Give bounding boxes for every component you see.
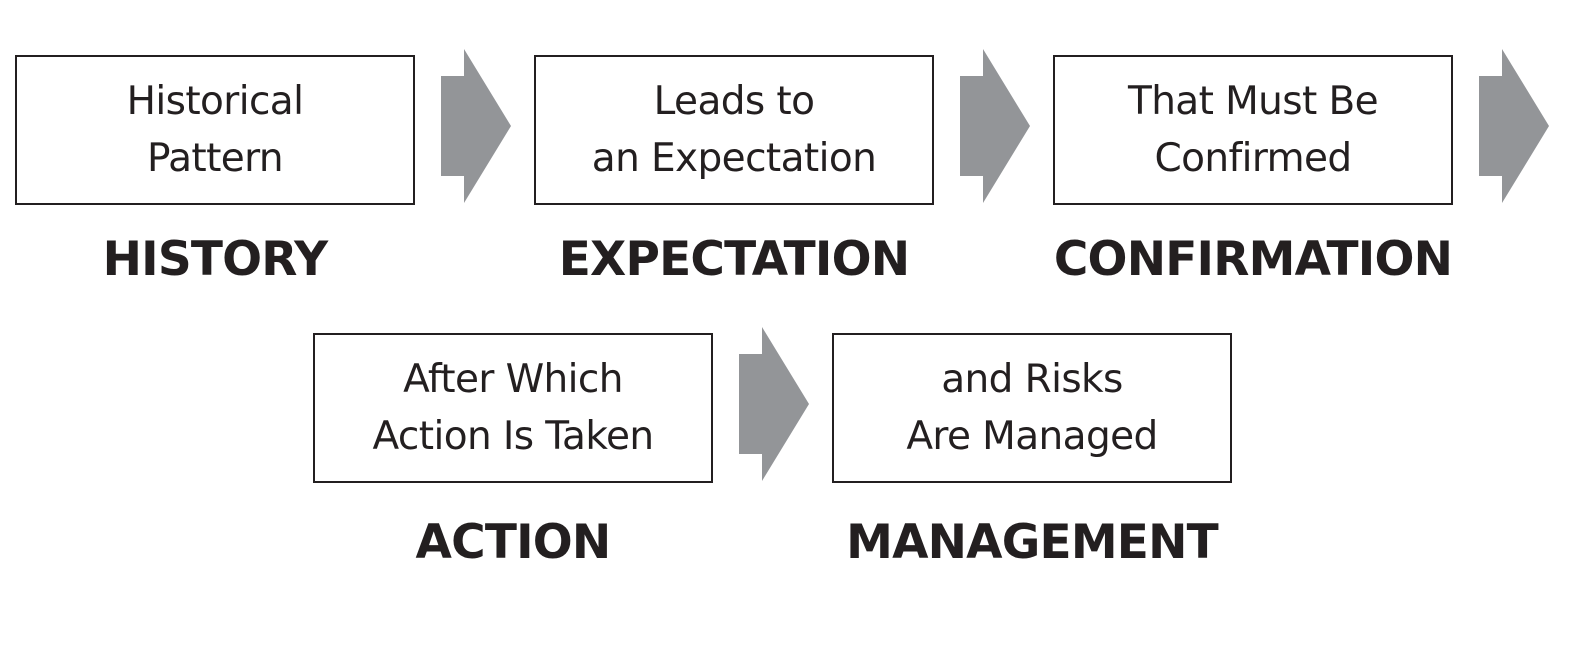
step-text-line: Pattern	[146, 136, 284, 181]
step-box-action: After Which Action Is Taken	[313, 333, 713, 483]
step-text-line: Confirmed	[1154, 136, 1352, 181]
arrow-right-icon	[441, 49, 511, 203]
stage-label-expectation: EXPECTATION	[558, 232, 910, 287]
step-text-line: Action Is Taken	[372, 414, 655, 459]
stage-label-history: HISTORY	[102, 232, 329, 287]
step-text-line: After Which	[403, 357, 623, 402]
stage-label-action: ACTION	[415, 515, 612, 570]
stage-label-confirmation: CONFIRMATION	[1053, 232, 1453, 287]
arrow-right-icon	[739, 327, 809, 481]
step-text-line: Historical	[126, 79, 304, 124]
step-box-confirmation: That Must Be Confirmed	[1053, 55, 1453, 205]
step-text-line: and Risks	[941, 357, 1123, 402]
arrow-right-icon	[1479, 49, 1549, 203]
stage-label-management: MANAGEMENT	[846, 515, 1219, 570]
step-box-management: and Risks Are Managed	[832, 333, 1232, 483]
step-text-line: Leads to	[653, 79, 815, 124]
arrow-right-icon	[960, 49, 1030, 203]
step-text-line: Are Managed	[906, 414, 1158, 459]
step-text-line: an Expectation	[591, 136, 877, 181]
step-box-expectation: Leads to an Expectation	[534, 55, 934, 205]
step-box-history: Historical Pattern	[15, 55, 415, 205]
step-text-line: That Must Be	[1127, 79, 1379, 124]
